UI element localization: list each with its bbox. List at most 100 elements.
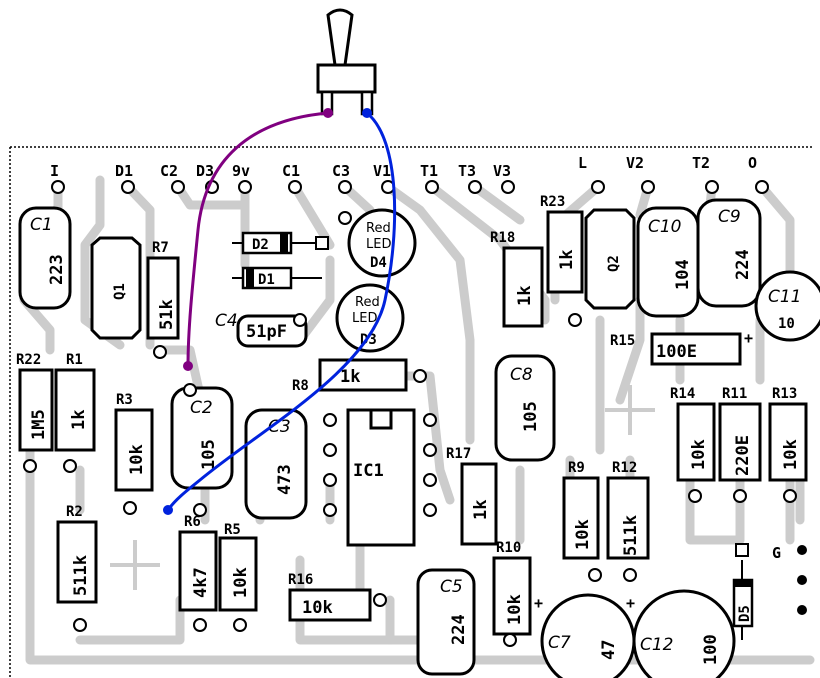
resistor-r13[interactable]: R13 10k — [768, 386, 808, 482]
resistor-r7[interactable]: R7 51k — [146, 240, 180, 340]
pin-label-V2: V2 — [626, 154, 644, 172]
d3-line1: Red — [355, 295, 380, 310]
resistor-r16[interactable]: R16 10k — [288, 572, 372, 622]
resistor-r5[interactable]: R5 10k — [218, 522, 258, 612]
c11-ref: C11 — [768, 287, 802, 307]
transistor-q2[interactable]: Q2 — [584, 208, 636, 310]
c2-value: 105 — [199, 439, 219, 470]
resistor-r18[interactable]: R18 1k — [490, 230, 544, 328]
capacitor-c3[interactable]: C3 473 — [244, 408, 308, 520]
purple-wire-end-2 — [183, 361, 193, 371]
r17-ref: R17 — [446, 446, 471, 462]
c10-ref: C10 — [648, 217, 682, 237]
r12-value: 511k — [621, 515, 641, 556]
c12-ref: C12 — [640, 635, 674, 655]
d4-line1: Red — [366, 221, 391, 236]
r18-value: 1k — [515, 286, 535, 306]
r1-value: 1k — [69, 410, 89, 430]
purple-wire[interactable] — [186, 111, 329, 367]
c4-value: 51pF — [246, 322, 287, 342]
r22-value: 1M5 — [29, 409, 49, 440]
capacitor-c11[interactable]: C11 10 + — [744, 270, 820, 347]
resistor-r12[interactable]: R12 511k — [606, 460, 650, 560]
q2-ref: Q2 — [606, 255, 622, 272]
c7-ref: C7 — [548, 633, 571, 653]
r3-value: 10k — [127, 444, 147, 475]
c7-value: 47 — [599, 640, 619, 660]
r6-ref: R6 — [184, 514, 201, 530]
c1-value: 223 — [47, 254, 67, 285]
resistor-r9[interactable]: R9 10k — [562, 460, 600, 560]
blue-wire-end-2 — [163, 505, 173, 515]
resistor-r6[interactable]: R6 4k7 — [178, 514, 218, 612]
resistor-r22[interactable]: R22 1M5 — [16, 352, 54, 452]
pin-label-O: O — [748, 154, 757, 172]
r14-ref: R14 — [670, 386, 695, 402]
r8-value: 1k — [340, 367, 360, 387]
led-d3[interactable]: Red LED D3 — [335, 283, 405, 353]
capacitor-c9[interactable]: C9 224 — [696, 198, 762, 308]
resistor-r10[interactable]: R10 10k — [492, 540, 532, 636]
r12-ref: R12 — [612, 460, 637, 476]
pin-label-V3: V3 — [493, 162, 511, 180]
resistor-r15[interactable]: R15 100E — [610, 332, 742, 366]
ground-pads[interactable] — [797, 545, 807, 615]
capacitor-c8[interactable]: C8 105 — [494, 354, 556, 462]
d1-ref: D1 — [258, 272, 275, 288]
r22-ref: R22 — [16, 352, 41, 368]
resistor-r11[interactable]: R11 220E — [718, 386, 762, 482]
led-d4[interactable]: Red LED D4 — [347, 208, 417, 278]
r11-value: 220E — [733, 435, 753, 476]
r9-ref: R9 — [568, 460, 585, 476]
diode-d2[interactable]: D2 — [232, 231, 329, 255]
pin-label-T1: T1 — [420, 162, 438, 180]
r9-value: 10k — [573, 519, 593, 550]
r2-ref: R2 — [66, 504, 83, 520]
r16-ref: R16 — [288, 572, 313, 588]
connector-pads[interactable] — [51, 180, 769, 194]
pin-label-D1: D1 — [115, 162, 133, 180]
c8-value: 105 — [521, 401, 541, 432]
r23-ref: R23 — [540, 194, 565, 210]
pin-label-V1: V1 — [373, 162, 391, 180]
capacitor-c7[interactable]: + C7 47 — [534, 593, 636, 678]
resistor-r3[interactable]: R3 10k — [114, 392, 154, 492]
resistor-r2[interactable]: R2 511k — [56, 504, 98, 604]
c12-value: 100 — [701, 634, 721, 665]
silkscreen-crosses — [110, 385, 655, 590]
toggle-switch[interactable] — [316, 8, 377, 116]
capacitor-c10[interactable]: C10 104 — [636, 206, 700, 318]
r17-value: 1k — [471, 500, 491, 520]
capacitor-c12[interactable]: + C12 100 — [626, 589, 736, 678]
resistor-r1[interactable]: R1 1k — [54, 352, 96, 452]
r15-ref: R15 — [610, 333, 635, 349]
c11-value: 10 — [778, 316, 795, 332]
resistor-r8[interactable]: R8 1k — [292, 358, 408, 394]
pin-label-T3: T3 — [458, 162, 476, 180]
r16-value: 10k — [302, 598, 333, 618]
c3-ref: C3 — [268, 417, 291, 437]
c3-value: 473 — [275, 464, 295, 495]
capacitor-c1[interactable]: C1 223 — [18, 206, 72, 310]
capacitor-c2[interactable]: C2 105 — [170, 386, 234, 490]
ic-ic1[interactable]: IC1 — [346, 408, 416, 547]
r14-value: 10k — [689, 439, 709, 470]
diode-d1[interactable]: D1 — [232, 266, 322, 290]
blue-wire[interactable] — [166, 111, 397, 511]
resistor-r23[interactable]: R23 1k — [540, 194, 584, 294]
r5-value: 10k — [231, 567, 251, 598]
r7-ref: R7 — [152, 240, 169, 256]
d5-ref: D5 — [737, 605, 753, 622]
diode-d5[interactable]: D5 — [732, 543, 754, 640]
transistor-q1[interactable]: Q1 — [90, 236, 142, 340]
solder-pads — [23, 211, 797, 647]
resistor-r17[interactable]: R17 1k — [446, 446, 498, 546]
resistor-r14[interactable]: R14 10k — [670, 386, 716, 482]
capacitor-c5[interactable]: C5 224 — [416, 568, 476, 676]
r7-value: 51k — [157, 299, 177, 330]
capacitor-c4[interactable]: C4 51pF — [215, 311, 308, 348]
r10-value: 10k — [505, 594, 525, 625]
r13-value: 10k — [781, 439, 801, 470]
c7-plus: + — [534, 594, 543, 612]
pin-labels: I D1 C2 D3 9v C1 C3 V1 T1 T3 V3 L V2 T2 … — [50, 154, 781, 562]
